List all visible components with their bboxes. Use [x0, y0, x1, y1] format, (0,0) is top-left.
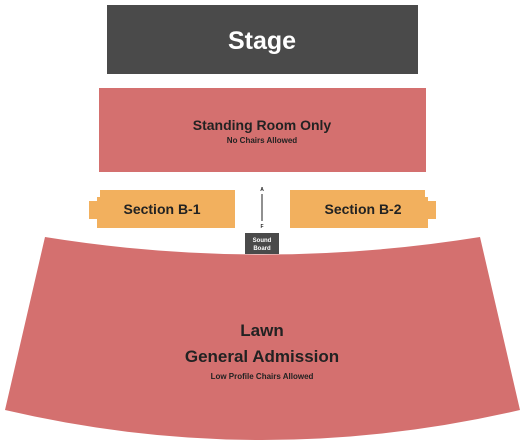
section-b1-label: Section B-1 [123, 201, 200, 217]
sound-board-line2: Board [253, 246, 271, 252]
sound-board-block[interactable] [245, 233, 279, 254]
aisle-marker: A F [260, 187, 264, 230]
sound-board-line1: Sound [253, 238, 272, 244]
standing-room-title: Standing Room Only [193, 117, 332, 133]
lawn-block[interactable] [5, 237, 520, 440]
section-b1[interactable]: Section B-1 [89, 190, 235, 228]
aisle-top-letter: A [260, 187, 264, 193]
section-b1-block[interactable] [89, 190, 235, 228]
standing-room-subtitle: No Chairs Allowed [227, 136, 297, 145]
standing-room-block[interactable] [99, 88, 426, 172]
lawn-subtitle: Low Profile Chairs Allowed [211, 372, 314, 381]
lawn-section[interactable]: Lawn General Admission Low Profile Chair… [5, 237, 520, 440]
stage-label: Stage [228, 27, 296, 55]
lawn-title-line1: Lawn [240, 321, 283, 340]
lawn-title-line2: General Admission [185, 347, 339, 366]
aisle-bottom-letter: F [260, 224, 263, 230]
section-b2[interactable]: Section B-2 [290, 190, 436, 228]
stage-block[interactable] [107, 5, 418, 74]
sound-board[interactable]: Sound Board [245, 233, 279, 254]
section-b2-block[interactable] [290, 190, 436, 228]
section-b2-label: Section B-2 [324, 201, 401, 217]
standing-room-section[interactable]: Standing Room Only No Chairs Allowed [99, 88, 426, 172]
stage[interactable]: Stage [107, 5, 418, 74]
